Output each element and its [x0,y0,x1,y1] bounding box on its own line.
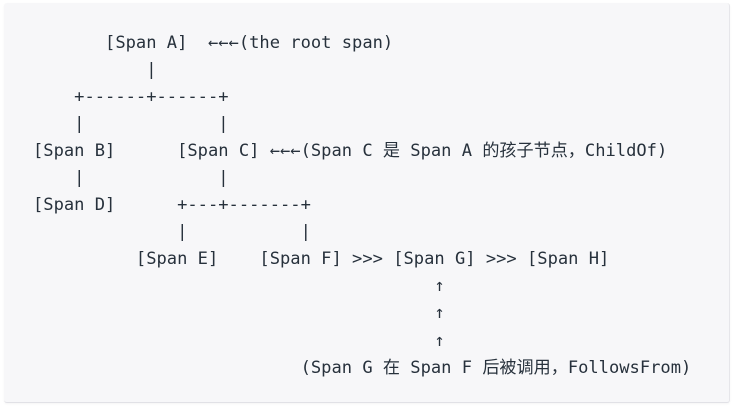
ascii-ascii-run: | | [33,168,229,189]
ascii-line: (Span G 在 Span F 后被调用，FollowsFrom) [33,357,692,378]
ascii-ascii-run: | [33,60,157,81]
ascii-ascii-run: FollowsFrom) [567,357,692,378]
ascii-ascii-run: | | [33,222,311,243]
ascii-line: | | [33,222,311,242]
ascii-ascii-run: Span A [400,141,483,162]
ascii-ascii-run: [Span D] +---+-------+ [33,195,311,216]
ascii-diagram-card: [Span A] ←←←(the root span) | +------+--… [4,3,730,403]
ascii-line: | [33,60,157,81]
ascii-line: | | [33,168,229,189]
ascii-cjk-run: 后被调用， [482,357,568,378]
ascii-line: [Span E] [Span F] >>> [Span G] >>> [Span… [33,249,609,269]
ascii-ascii-run: ↑ [33,303,445,324]
ascii-line: +------+------+ [33,87,229,108]
ascii-cjk-run: 的孩子节点， [482,141,585,162]
ascii-ascii-run: Span F [400,357,483,378]
ascii-line: ↑ [33,330,445,351]
ascii-ascii-run: [Span E] [Span F] >>> [Span G] >>> [Span… [33,249,610,270]
ascii-ascii-run: +------+------+ [33,87,229,108]
ascii-ascii-run: ChildOf) [584,141,668,162]
ascii-cjk-run: 是 [382,141,400,162]
ascii-ascii-run: | | [33,114,229,135]
ascii-span-tree-diagram: [Span A] ←←←(the root span) | +------+--… [33,30,691,382]
ascii-ascii-run: [Span A] ←←←(the root span) [33,33,394,53]
ascii-line: | | [33,114,229,135]
ascii-cjk-run: 在 [382,357,400,378]
ascii-line: ↑ [33,303,445,324]
ascii-ascii-run: ↑ [33,330,445,351]
ascii-ascii-run: [Span B] [Span C] ←←←(Span C [33,141,383,162]
ascii-line: [Span B] [Span C] ←←←(Span C 是 Span A 的孩… [33,141,667,161]
ascii-ascii-run: (Span G [33,357,383,378]
ascii-line: [Span D] +---+-------+ [33,195,311,215]
ascii-line: [Span A] ←←←(the root span) [33,33,393,53]
ascii-line: ↑ [33,276,445,297]
ascii-ascii-run: ↑ [33,276,445,297]
